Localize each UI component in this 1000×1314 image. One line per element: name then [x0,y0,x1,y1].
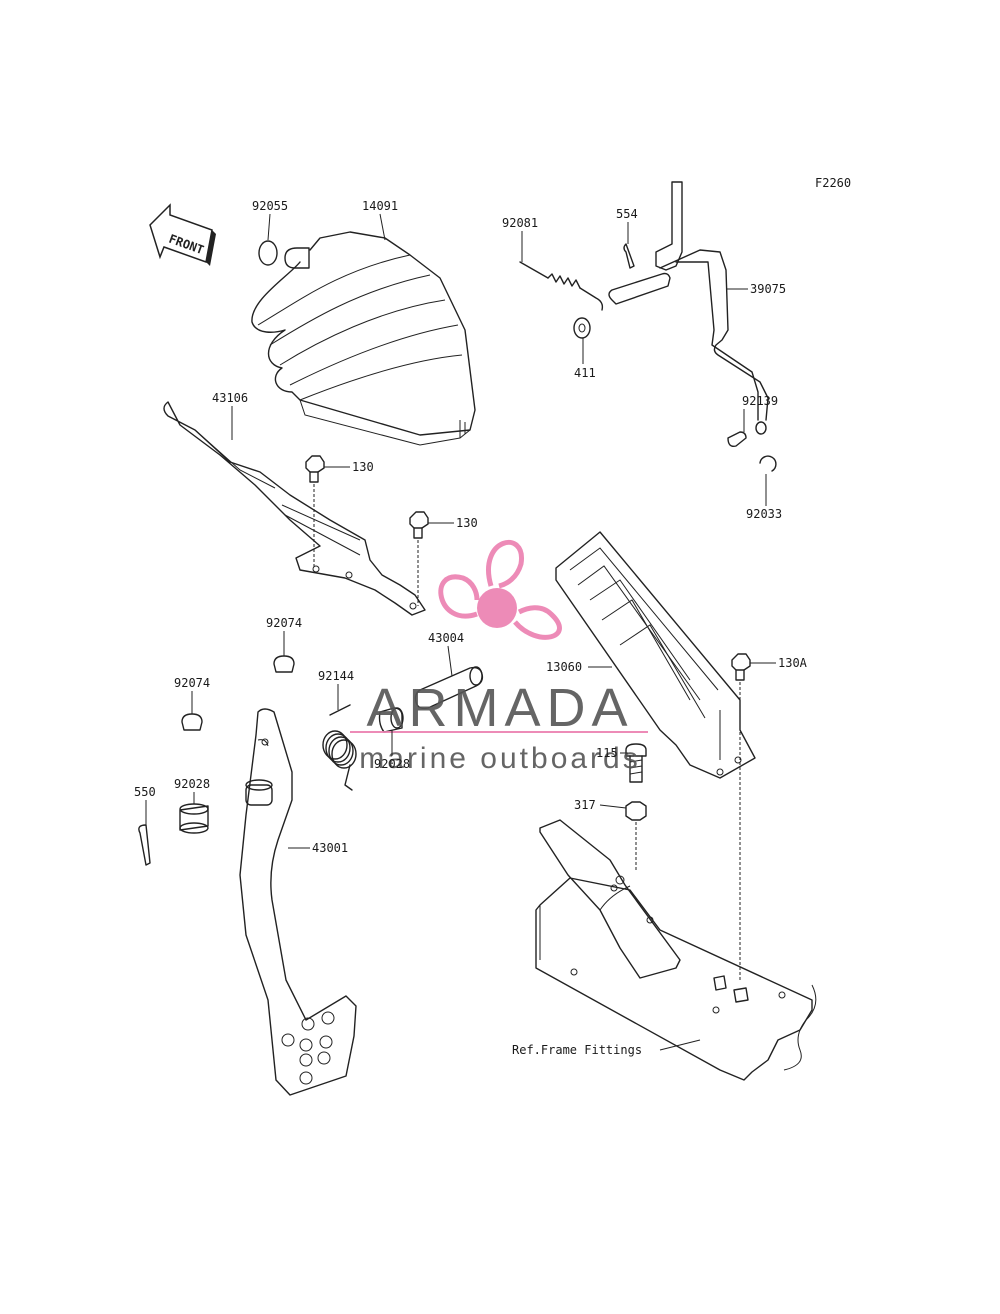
o-ring-92055 [258,240,278,266]
callout-43004: 43004 [428,631,464,645]
watermark-tagline: marine outboards [359,742,640,775]
callouts: 92055 14091 92081 554 39075 411 43106 13… [134,199,808,1057]
spring-92081 [519,261,604,311]
diagram-code: F2260 [815,176,851,190]
lever-43106 [163,401,426,616]
bolt-130-upper [305,455,325,569]
callout-39075: 39075 [750,282,786,296]
callout-13060: 13060 [546,660,582,674]
callout-115: 115 [596,746,618,760]
callout-130-lower: 130 [456,516,478,530]
pedal-holes [281,1011,335,1085]
pin-43004 [414,666,484,710]
nut-317 [625,801,647,872]
bushing-92028-lower [179,803,209,834]
callout-130-upper: 130 [352,460,374,474]
rod-39075 [608,181,769,421]
bolt-130-lower [409,511,429,606]
callout-14091: 14091 [362,199,398,213]
callout-92033: 92033 [746,507,782,521]
callout-92144: 92144 [318,669,354,683]
callout-43106: 43106 [212,391,248,405]
callout-43001: 43001 [312,841,348,855]
frame-fittings [535,819,817,1081]
bolt-130A [731,653,751,982]
callout-550: 550 [134,785,156,799]
callout-92081: 92081 [502,216,538,230]
washer-411 [573,317,591,339]
callout-554: 554 [616,207,638,221]
watermark: ARMADA marine outboards [350,539,648,775]
callout-92074-upper: 92074 [266,616,302,630]
callout-411: 411 [574,366,596,380]
callout-92139: 92139 [742,394,778,408]
front-arrow-icon: FRONT [149,203,216,266]
callout-ref-frame-fittings: Ref.Frame Fittings [512,1043,642,1057]
cotter-pin-550 [138,824,151,866]
watermark-brand: ARMADA [366,678,633,738]
clip-92033 [759,455,777,472]
bushing-92139 [727,421,767,448]
spring-92144 [322,704,357,791]
cotter-pin-554 [623,243,635,269]
boot-14091 [251,231,476,446]
callout-317: 317 [574,798,596,812]
callout-92028-upper: 92028 [374,757,410,771]
callout-92028-lower: 92028 [174,777,210,791]
bushing-92028-upper [378,707,404,733]
cap-92074-lower [181,713,203,731]
propeller-logo-icon [438,539,562,640]
pedal-13060 [555,531,756,779]
cap-92074-upper [273,655,295,673]
callout-92074-lower: 92074 [174,676,210,690]
bolt-115 [625,743,647,783]
pedal-43001 [239,708,357,1096]
callout-92055: 92055 [252,199,288,213]
callout-130A: 130A [778,656,808,670]
